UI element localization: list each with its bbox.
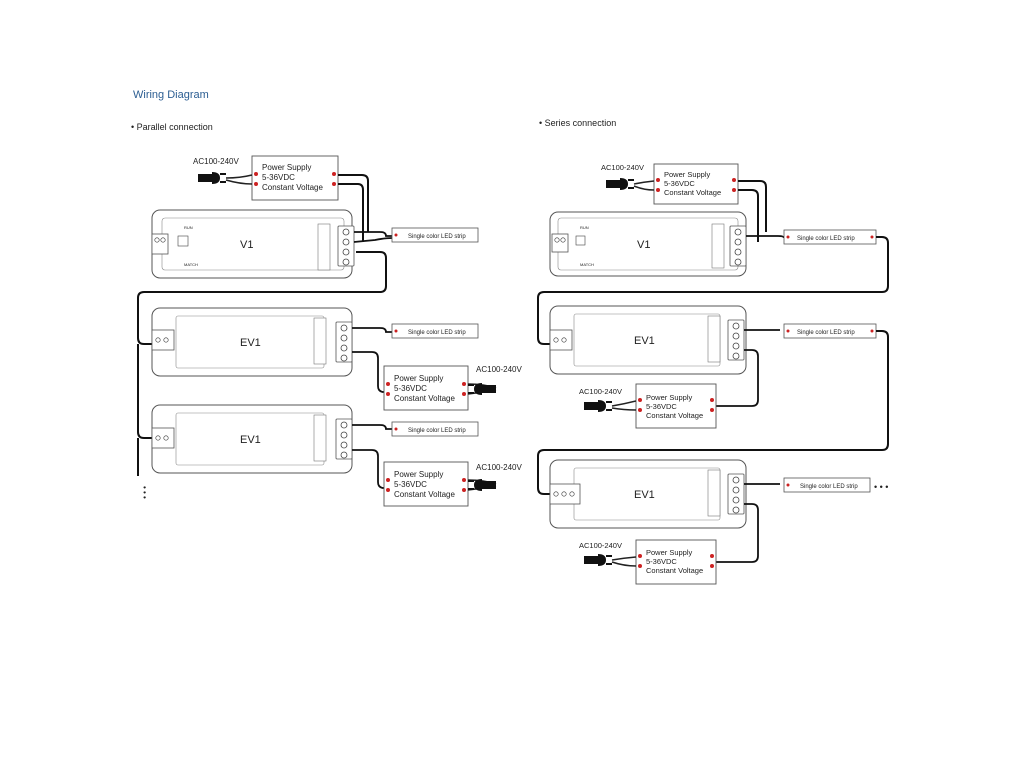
parallel-ev1-controller-1: EV1 xyxy=(151,307,353,377)
series-section-text: Series connection xyxy=(544,118,617,128)
series-led-strip-1: Single color LED strip xyxy=(783,229,877,245)
ac-label-s3: AC100-240V xyxy=(579,541,622,550)
sev1-label-1: EV1 xyxy=(634,335,655,347)
ps-voltage-1: 5-36VDC xyxy=(262,173,295,182)
parallel-ev1-controller-2: EV1 xyxy=(151,404,353,474)
sv1-terminal-block xyxy=(729,225,747,267)
series-ev1-controller-1: EV1 xyxy=(549,305,747,375)
parallel-power-supply-2: Power Supply 5-36VDC Constant Voltage xyxy=(383,365,469,411)
plug-icon xyxy=(584,400,612,412)
ps-type-3: Constant Voltage xyxy=(394,490,455,499)
ps-type-s1: Constant Voltage xyxy=(664,188,721,197)
ps-voltage-3: 5-36VDC xyxy=(394,480,427,489)
sev1-terminal-block-2 xyxy=(727,473,745,515)
sv1-label: V1 xyxy=(637,239,650,251)
v1-label: V1 xyxy=(240,239,253,251)
ac-label-p2: AC100-240V xyxy=(476,365,522,374)
ps-type-2: Constant Voltage xyxy=(394,394,455,403)
ac-label-s1: AC100-240V xyxy=(601,163,644,172)
series-section-label: • Series connection xyxy=(539,118,617,128)
series-power-supply-3: Power Supply 5-36VDC Constant Voltage xyxy=(635,539,717,585)
ps-label-s1: Power Supply xyxy=(664,170,711,179)
ps-voltage-2: 5-36VDC xyxy=(394,384,427,393)
ps-voltage-s3: 5-36VDC xyxy=(646,557,677,566)
ps-label-s3: Power Supply xyxy=(646,548,693,557)
ev1-terminal-block-1 xyxy=(335,321,353,363)
parallel-section-text: Parallel connection xyxy=(136,122,213,132)
ev1-label-2: EV1 xyxy=(240,434,261,446)
sv1-match-label: MATCH xyxy=(580,262,594,267)
parallel-v1-controller: RUN MATCH V1 xyxy=(151,209,355,279)
sev1-terminal-block-1 xyxy=(727,319,745,361)
series-ellipsis: • • • xyxy=(874,482,888,492)
ps-label-3: Power Supply xyxy=(394,470,443,479)
v1-match-label: MATCH xyxy=(184,262,198,267)
ps-type-1: Constant Voltage xyxy=(262,183,323,192)
ps-type-s3: Constant Voltage xyxy=(646,566,703,575)
series-power-supply-1: Power Supply 5-36VDC Constant Voltage xyxy=(653,163,739,205)
strip-label-p3: Single color LED strip xyxy=(408,428,466,434)
ps-type-s2: Constant Voltage xyxy=(646,411,703,420)
strip-label-s2: Single color LED strip xyxy=(797,330,855,336)
series-led-strip-3: Single color LED strip xyxy=(783,477,871,493)
plug-icon xyxy=(606,178,634,190)
ac-label-p1: AC100-240V xyxy=(193,157,239,166)
ps-label-1: Power Supply xyxy=(262,163,311,172)
plug-icon xyxy=(584,554,612,566)
series-v1-controller: RUN MATCH V1 xyxy=(549,211,747,277)
v1-terminal-block xyxy=(337,225,355,267)
strip-label-s3: Single color LED strip xyxy=(800,484,858,490)
ac-label-s2: AC100-240V xyxy=(579,387,622,396)
series-ev1-controller-2: EV1 xyxy=(549,459,747,529)
ev1-label-1: EV1 xyxy=(240,337,261,349)
parallel-power-supply-1: Power Supply 5-36VDC Constant Voltage xyxy=(251,155,339,201)
parallel-led-strip-3: Single color LED strip xyxy=(391,421,479,437)
sev1-label-2: EV1 xyxy=(634,489,655,501)
strip-label-p2: Single color LED strip xyxy=(408,330,466,336)
parallel-power-supply-3: Power Supply 5-36VDC Constant Voltage xyxy=(383,461,469,507)
ev1-terminal-block-2 xyxy=(335,418,353,460)
plug-icon xyxy=(468,383,496,395)
strip-label-s1: Single color LED strip xyxy=(797,236,855,242)
sv1-run-label: RUN xyxy=(580,225,589,230)
parallel-led-strip-2: Single color LED strip xyxy=(391,323,479,339)
ps-voltage-s2: 5-36VDC xyxy=(646,402,677,411)
ps-label-2: Power Supply xyxy=(394,374,443,383)
parallel-led-strip-1: Single color LED strip xyxy=(391,227,479,243)
ac-label-p3: AC100-240V xyxy=(476,463,522,472)
ps-label-s2: Power Supply xyxy=(646,393,693,402)
ps-voltage-s1: 5-36VDC xyxy=(664,179,695,188)
v1-run-label: RUN xyxy=(184,225,193,230)
parallel-section-label: • Parallel connection xyxy=(131,122,213,132)
strip-label-p1: Single color LED strip xyxy=(408,234,466,240)
plug-icon xyxy=(468,479,496,491)
plug-icon xyxy=(198,172,226,184)
diagram-title: Wiring Diagram xyxy=(133,89,209,101)
parallel-ellipsis: • • • xyxy=(140,486,149,499)
series-led-strip-2: Single color LED strip xyxy=(783,323,877,339)
series-power-supply-2: Power Supply 5-36VDC Constant Voltage xyxy=(635,383,717,429)
